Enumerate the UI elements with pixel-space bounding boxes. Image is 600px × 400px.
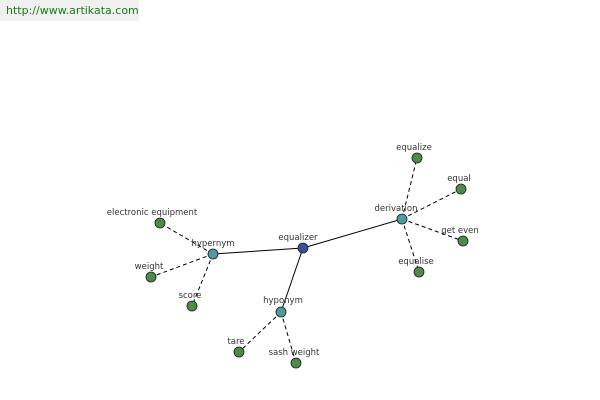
edge-equalizer-hyponym bbox=[280, 247, 304, 313]
edge-hyponym-tare bbox=[238, 311, 282, 353]
node-equalise[interactable] bbox=[413, 266, 425, 278]
site-url[interactable]: http://www.artikata.com bbox=[6, 4, 139, 17]
label-hypernym[interactable]: hypernym bbox=[191, 239, 234, 249]
label-electronic-equipment[interactable]: electronic equipment bbox=[107, 208, 198, 218]
edge-derivation-equalize bbox=[401, 157, 418, 220]
label-tare[interactable]: tare bbox=[227, 337, 244, 347]
node-hyponym[interactable] bbox=[275, 306, 287, 318]
node-score[interactable] bbox=[186, 300, 198, 312]
edge-hypernym-electronic-equipment bbox=[159, 222, 214, 255]
node-electronic-equipment[interactable] bbox=[154, 217, 166, 229]
label-hyponym[interactable]: hyponym bbox=[263, 296, 303, 306]
nodes-layer bbox=[145, 152, 469, 369]
node-equalize[interactable] bbox=[411, 152, 423, 164]
edge-equalizer-derivation bbox=[302, 218, 403, 249]
edge-equalizer-hypernym bbox=[212, 247, 304, 255]
label-equal[interactable]: equal bbox=[447, 174, 471, 184]
node-weight[interactable] bbox=[145, 271, 157, 283]
labels-layer: equalizer hypernym hyponym derivation electr… bbox=[107, 143, 479, 358]
label-equalize[interactable]: equalize bbox=[396, 143, 432, 153]
node-hypernym[interactable] bbox=[207, 248, 219, 260]
edge-hypernym-score bbox=[191, 253, 214, 307]
node-equalizer[interactable] bbox=[297, 242, 309, 254]
edge-hyponym-sash-weight bbox=[280, 311, 297, 364]
node-tare[interactable] bbox=[233, 346, 245, 358]
edge-derivation-equalise bbox=[401, 218, 420, 273]
label-sash-weight[interactable]: sash weight bbox=[269, 348, 320, 358]
label-score[interactable]: score bbox=[179, 291, 202, 301]
edges-layer bbox=[150, 157, 464, 364]
node-equal[interactable] bbox=[455, 183, 467, 195]
label-get-even[interactable]: get even bbox=[441, 226, 479, 236]
url-bar: http://www.artikata.com bbox=[0, 0, 139, 21]
label-derivation[interactable]: derivation bbox=[374, 204, 417, 214]
node-get-even[interactable] bbox=[457, 235, 469, 247]
label-equalizer[interactable]: equalizer bbox=[278, 233, 318, 243]
node-derivation[interactable] bbox=[396, 213, 408, 225]
node-sash-weight[interactable] bbox=[290, 357, 302, 369]
label-equalise[interactable]: equalise bbox=[398, 257, 434, 267]
label-weight[interactable]: weight bbox=[135, 262, 164, 272]
edge-derivation-get-even bbox=[401, 218, 464, 242]
